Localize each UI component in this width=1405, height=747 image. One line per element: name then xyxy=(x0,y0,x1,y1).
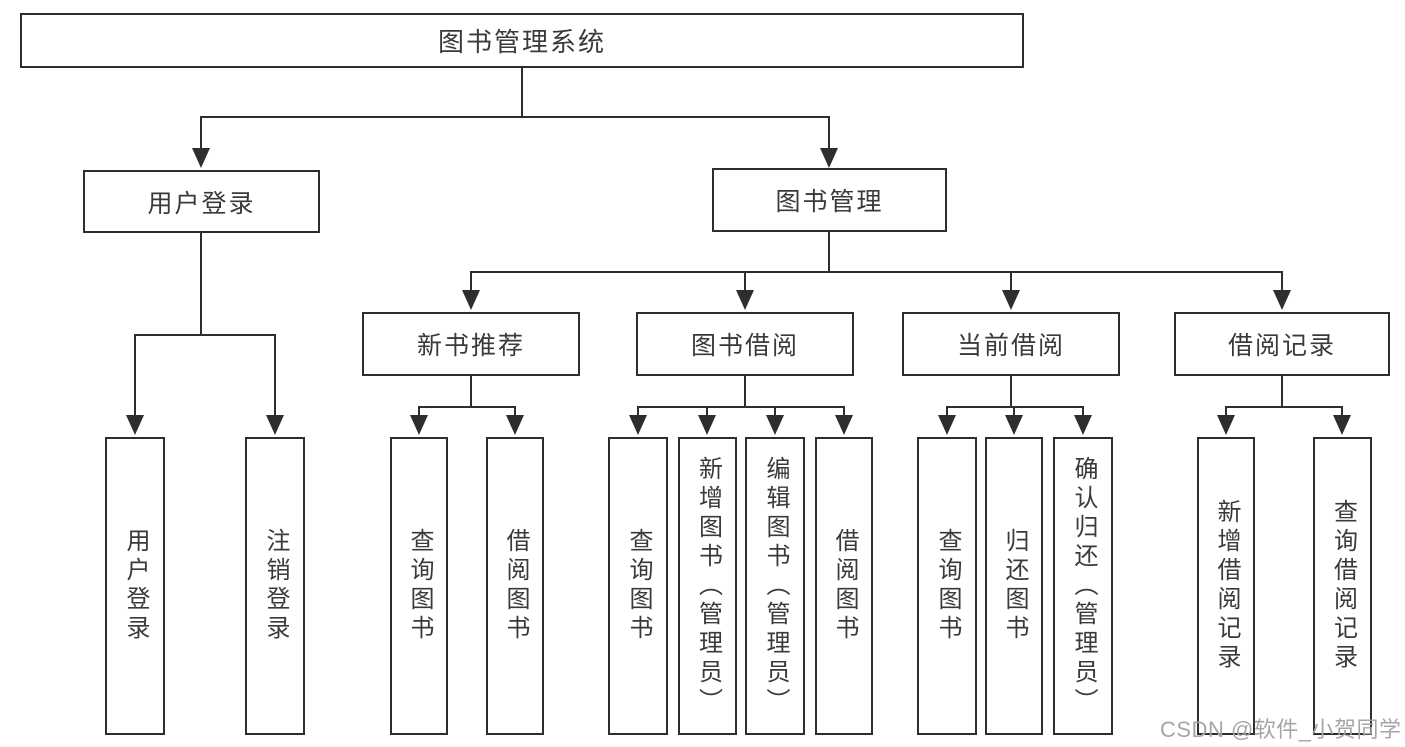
node-recommend-search-book: 查询图书 xyxy=(390,437,448,735)
connector-drop xyxy=(1012,407,1016,417)
arrow-down-icon xyxy=(1074,415,1092,435)
connector-stem xyxy=(1009,376,1013,408)
connector-drop xyxy=(513,407,517,417)
connector-drop xyxy=(1340,407,1344,417)
node-user-login: 用户登录 xyxy=(83,170,320,233)
connector-rail xyxy=(469,270,1284,274)
csdn-watermark: CSDN @软件_小贺同学 xyxy=(1160,717,1402,742)
connector-stem xyxy=(827,232,831,273)
node-current-confirm-return-admin: 确认归还（管理员） xyxy=(1053,437,1113,735)
node-new-book-recommend: 新书推荐 xyxy=(362,312,580,376)
arrow-down-icon xyxy=(462,290,480,310)
node-borrowing-edit-book-admin: 编辑图书（管理员） xyxy=(745,437,805,735)
node-current-search-book: 查询图书 xyxy=(917,437,977,735)
arrow-down-icon xyxy=(629,415,647,435)
node-logout-action: 注销登录 xyxy=(245,437,305,735)
arrow-down-icon xyxy=(1002,290,1020,310)
connector-stem xyxy=(520,68,524,118)
node-records-search-record: 查询借阅记录 xyxy=(1313,437,1372,735)
connector-drop xyxy=(273,335,277,417)
node-book-borrowing: 图书借阅 xyxy=(636,312,854,376)
arrow-down-icon xyxy=(192,148,210,168)
connector-drop xyxy=(133,335,137,417)
node-book-management: 图书管理 xyxy=(712,168,947,232)
connector-drop xyxy=(1280,272,1284,292)
connector-rail xyxy=(1224,405,1344,409)
connector-rail xyxy=(636,405,846,409)
node-root: 图书管理系统 xyxy=(20,13,1024,68)
connector-drop xyxy=(945,407,949,417)
connector-drop xyxy=(773,407,777,417)
connector-rail xyxy=(199,115,831,119)
arrow-down-icon xyxy=(938,415,956,435)
node-current-borrowing: 当前借阅 xyxy=(902,312,1120,376)
arrow-down-icon xyxy=(1005,415,1023,435)
connector-drop xyxy=(636,407,640,417)
connector-drop xyxy=(842,407,846,417)
arrow-down-icon xyxy=(506,415,524,435)
node-recommend-borrow-book: 借阅图书 xyxy=(486,437,544,735)
arrow-down-icon xyxy=(698,415,716,435)
node-login-action: 用户登录 xyxy=(105,437,165,735)
connector-rail xyxy=(133,333,277,337)
connector-stem xyxy=(199,233,203,336)
arrow-down-icon xyxy=(126,415,144,435)
arrow-down-icon xyxy=(766,415,784,435)
arrow-down-icon xyxy=(736,290,754,310)
node-borrowing-search-book: 查询图书 xyxy=(608,437,668,735)
arrow-down-icon xyxy=(1273,290,1291,310)
connector-drop xyxy=(743,272,747,292)
node-borrowing-add-book-admin: 新增图书（管理员） xyxy=(678,437,737,735)
connector-drop xyxy=(1081,407,1085,417)
connector-drop xyxy=(469,272,473,292)
connector-drop xyxy=(199,117,203,150)
arrow-down-icon xyxy=(1333,415,1351,435)
connector-drop xyxy=(705,407,709,417)
connector-drop xyxy=(1009,272,1013,292)
connector-drop xyxy=(1224,407,1228,417)
connector-stem xyxy=(743,376,747,408)
connector-drop xyxy=(827,117,831,150)
node-borrowing-records: 借阅记录 xyxy=(1174,312,1390,376)
arrow-down-icon xyxy=(820,148,838,168)
node-borrowing-borrow-book: 借阅图书 xyxy=(815,437,873,735)
arrow-down-icon xyxy=(835,415,853,435)
connector-drop xyxy=(417,407,421,417)
node-records-add-record: 新增借阅记录 xyxy=(1197,437,1255,735)
arrow-down-icon xyxy=(1217,415,1235,435)
connector-stem xyxy=(1280,376,1284,408)
node-current-return-book: 归还图书 xyxy=(985,437,1043,735)
arrow-down-icon xyxy=(410,415,428,435)
connector-stem xyxy=(469,376,473,408)
arrow-down-icon xyxy=(266,415,284,435)
connector-rail xyxy=(417,405,517,409)
